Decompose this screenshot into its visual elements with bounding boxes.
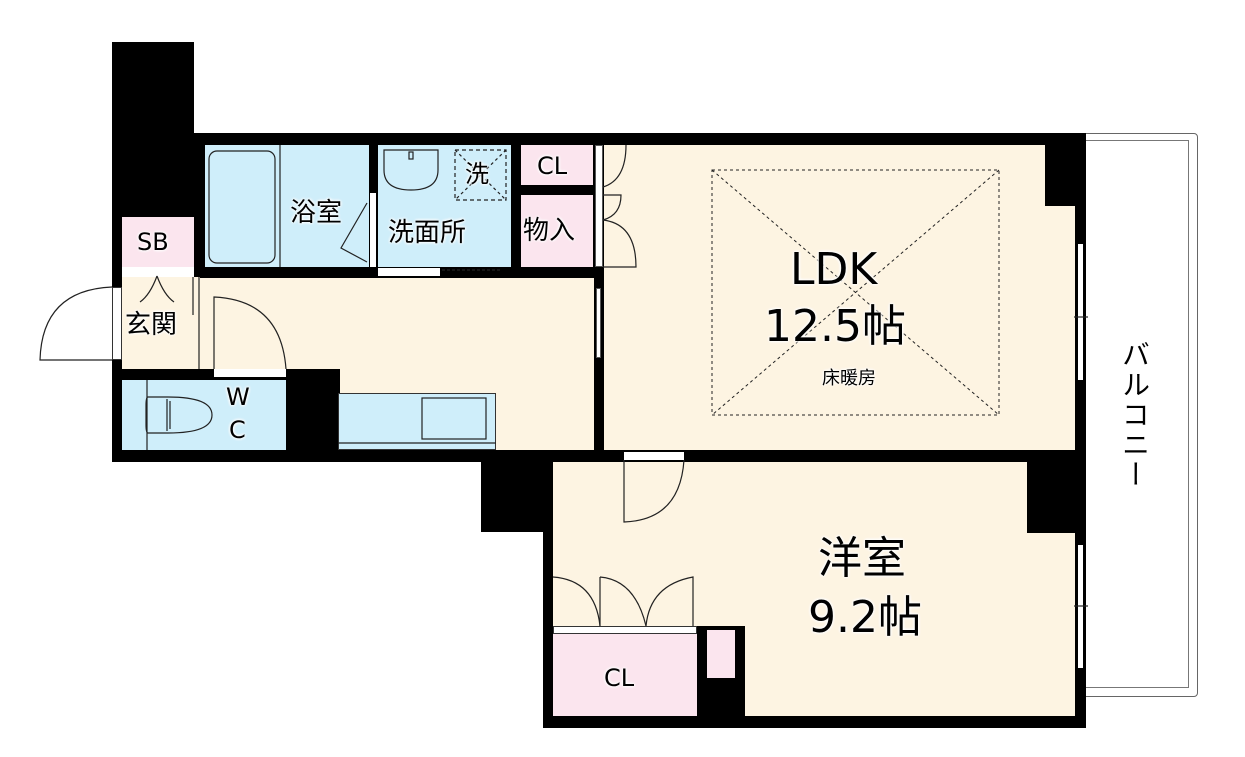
wall-pillar-top-left [112,42,194,217]
kitchen-counter [338,393,496,450]
wall-western-corner [1027,462,1086,533]
label-balcony: バルコニー [1118,340,1151,490]
toilet-icon [145,396,213,434]
shoe-box-edge [122,267,194,275]
label-entrance: 玄関 [125,310,178,340]
ldk-sliding-door [596,288,601,358]
bedroom-door-swing [623,459,685,523]
label-ldk-floor-heating: 床暖房 [822,368,876,389]
balcony [1083,133,1198,697]
label-bathroom: 浴室 [290,198,343,228]
washroom-door-gap [378,268,440,276]
room-storage [521,195,593,267]
toilet-door-swing [213,296,287,370]
room-ldk [604,145,1075,450]
closet-top-doors-edge [595,145,603,267]
wall-right-outer [1075,133,1086,728]
floor-heating-area [711,169,1000,416]
room-entrance [122,277,200,369]
toilet-door-gap [214,369,286,377]
label-western-room: 洋室 [818,533,906,584]
label-washroom: 洗面所 [388,218,467,248]
label-toilet-c: C [229,416,246,444]
bath-door-edge [370,193,376,267]
label-shoe-box: SB [137,228,169,256]
wall-bedroom-left [543,450,553,728]
label-ldk-size: 12.5帖 [764,301,906,352]
wall-bottom [543,716,1086,728]
label-closet-bottom: CL [604,664,635,692]
room-closet-bottom [553,634,697,716]
window-ldk [1077,243,1084,381]
bathtub-icon [208,150,276,264]
room-washroom [378,145,511,267]
label-storage: 物入 [523,216,576,246]
label-toilet-w: W [226,383,250,411]
wall-ldk-corner [1045,133,1086,206]
label-closet-top: CL [537,152,568,180]
label-western-room-size: 9.2帖 [808,592,922,643]
room-shoe-box [122,217,194,267]
label-washer: 洗 [465,160,489,188]
pipe-space [707,630,735,678]
kitchen-sink-icon [421,397,487,440]
wall-pillar-mid [481,450,551,532]
room-closet-top [521,145,593,185]
room-toilet [122,380,286,450]
label-ldk: LDK [790,244,878,295]
entrance-door-swing [39,286,113,361]
sink-icon [383,149,439,191]
closet-bottom-edge [553,626,697,634]
bedroom-door-gap [624,452,684,460]
washer-space-icon [454,149,507,201]
entrance-door-gap [112,287,122,360]
